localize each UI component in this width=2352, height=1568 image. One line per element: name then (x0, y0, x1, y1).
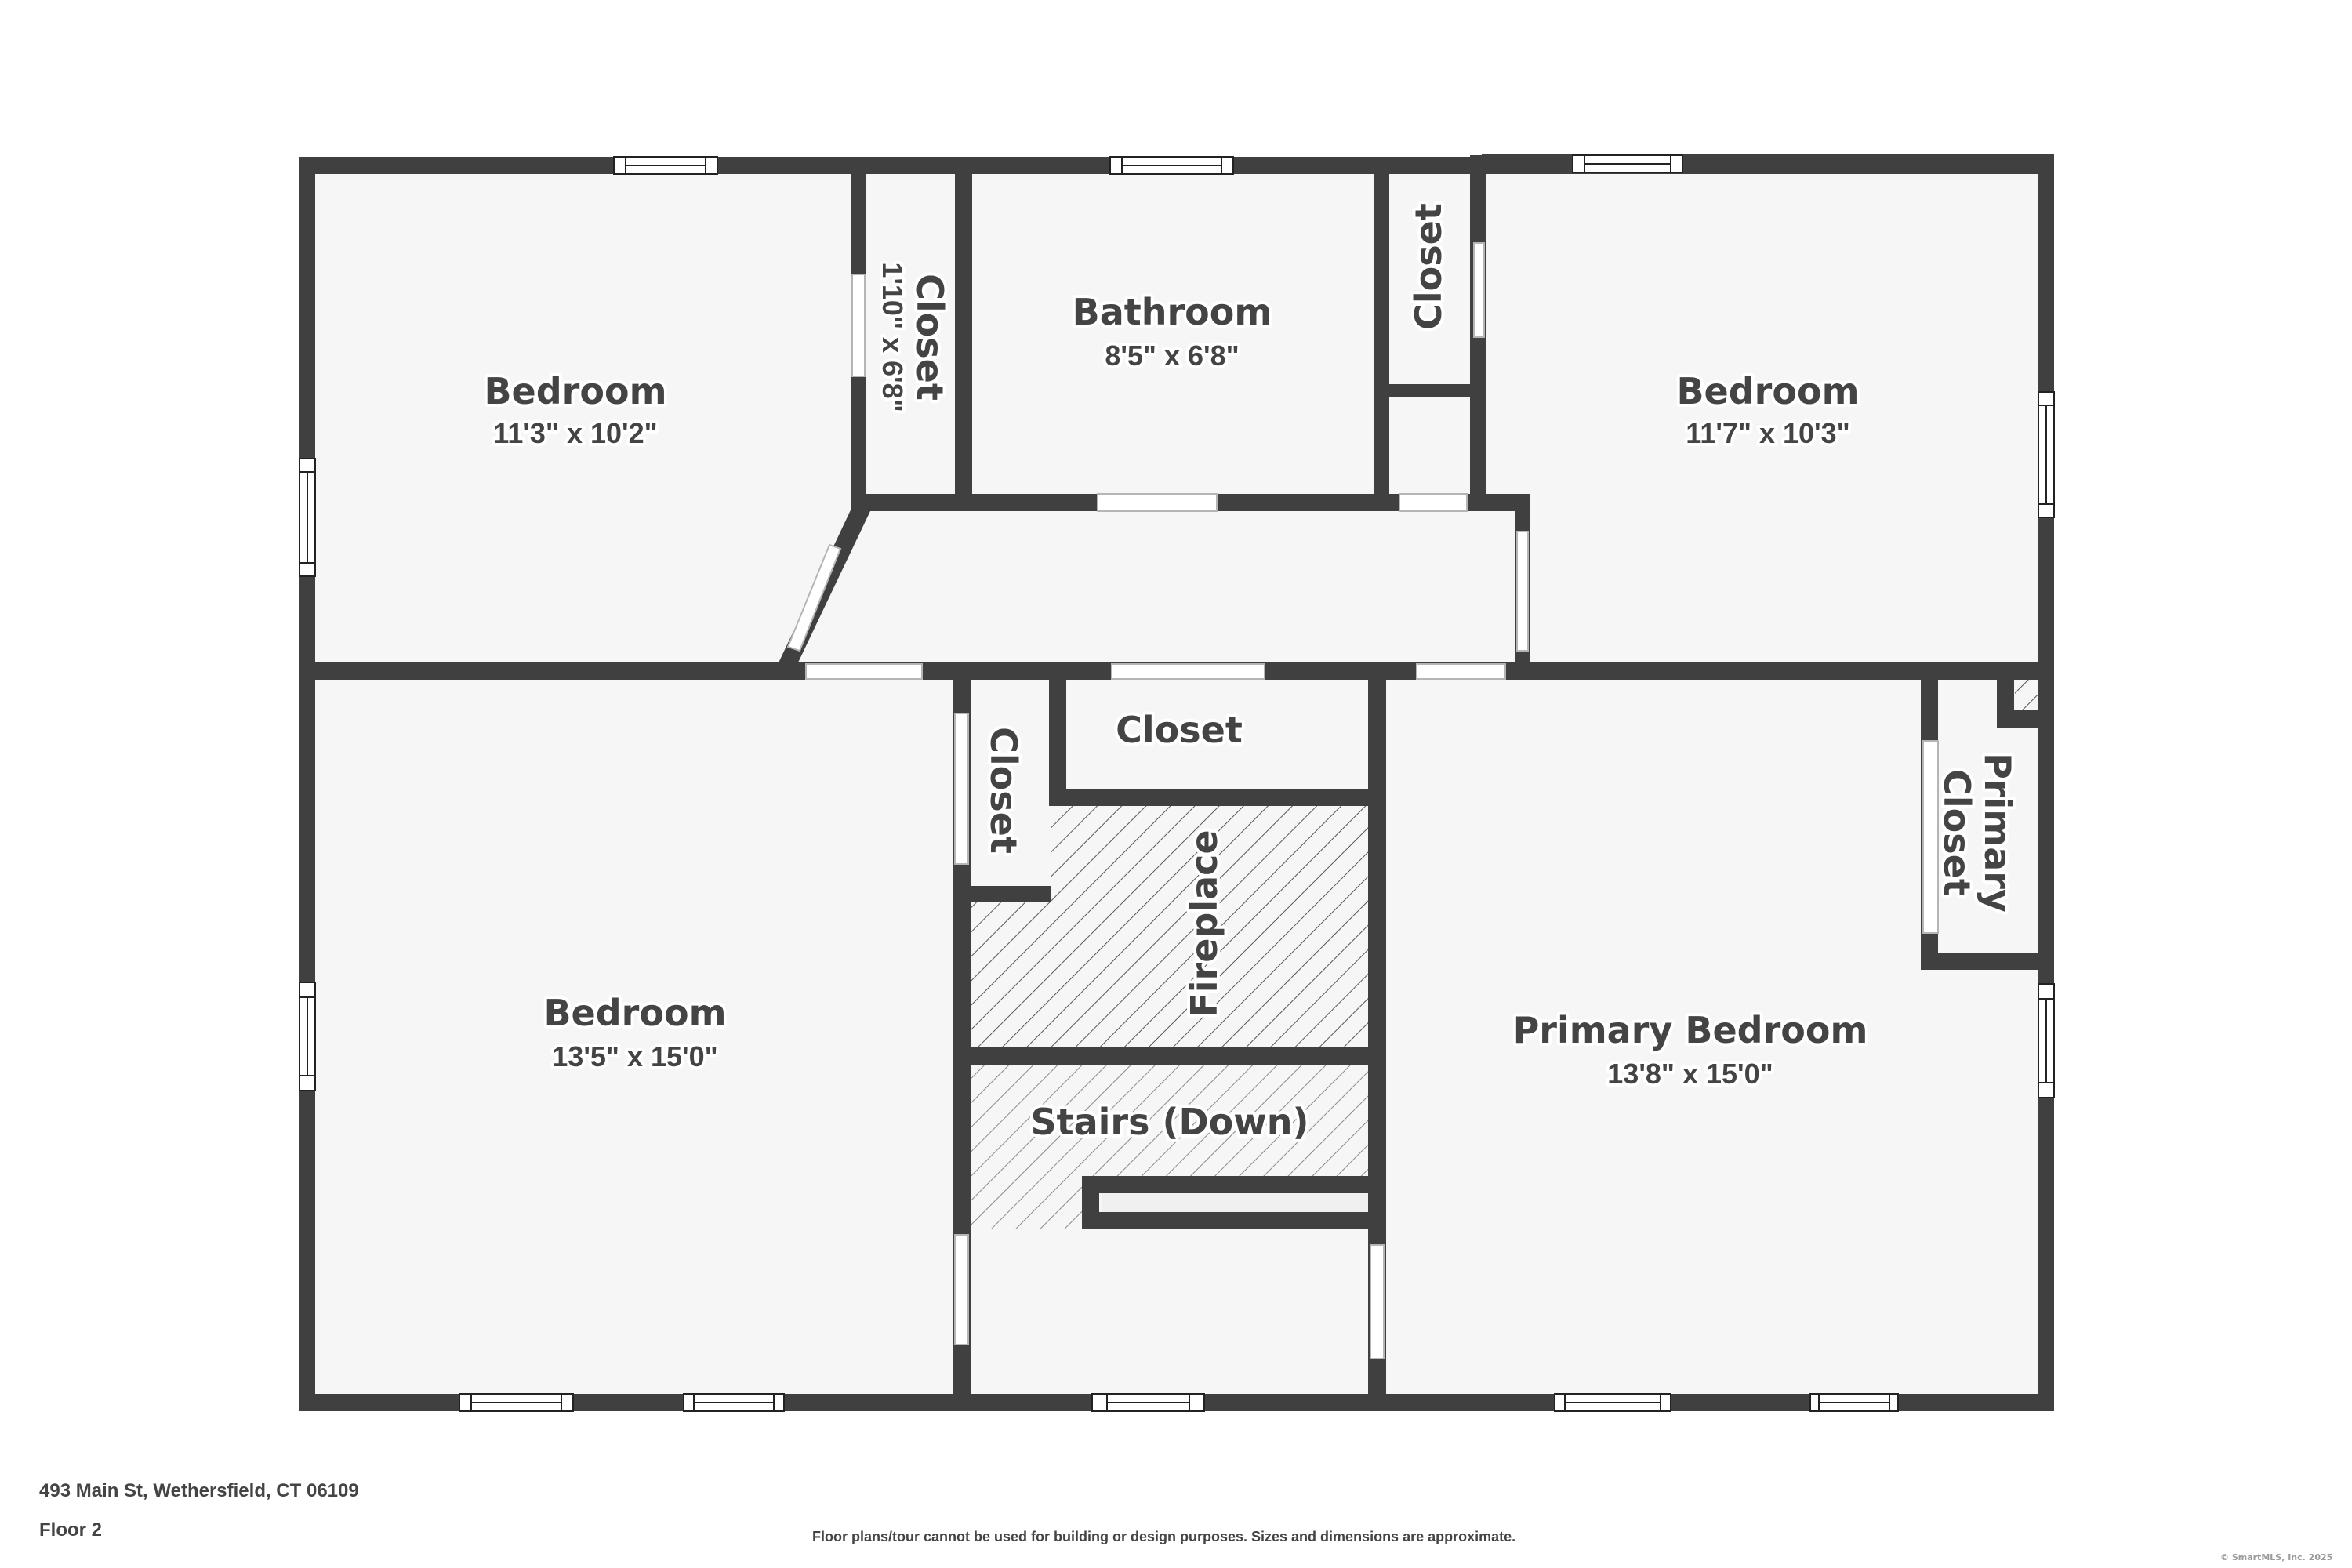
primary-closet-corner-hatch (2015, 679, 2038, 710)
room-name: Closet (909, 274, 951, 401)
room-name: Bedroom (1676, 370, 1859, 412)
copyright: © SmartMLS, Inc. 2025 (2220, 1552, 2333, 1563)
window-bath-top (1109, 156, 1234, 175)
room-dimensions: 11'3" x 10'2" (493, 417, 657, 449)
room-bedroom-nw[interactable]: Bedroom 11'3" x 10'2" (481, 367, 670, 452)
room-dimensions: 1'10" x 6'8" (877, 262, 909, 412)
window-sw-left (299, 982, 316, 1091)
room-name: Bathroom (1073, 291, 1272, 333)
room-closet-center-small[interactable]: Closet (979, 724, 1028, 857)
fireplace-area (971, 806, 1368, 1047)
window-nw-left (299, 458, 316, 577)
window-center-bottom (1091, 1393, 1205, 1412)
room-name-line1: Primary (1976, 753, 2019, 913)
room-name: Closet (1407, 203, 1450, 330)
window-nw-top (613, 156, 718, 175)
room-bedroom-ne[interactable]: Bedroom 11'7" x 10'3" (1673, 367, 1862, 452)
room-bathroom[interactable]: Bathroom 8'5" x 6'8" (1069, 288, 1276, 375)
room-stairs[interactable]: Stairs (Down) (1027, 1098, 1312, 1146)
window-ne-right (2038, 391, 2055, 518)
window-sw-bottom-2 (683, 1393, 785, 1412)
window-primary-bottom-2 (1809, 1393, 1899, 1412)
windows (299, 154, 2055, 1412)
floor-label: Floor 2 (39, 1519, 103, 1541)
room-name: Bedroom (484, 370, 666, 412)
room-labels: Bedroom 11'3" x 10'2" Closet 1'10" x 6'8… (481, 200, 2022, 1146)
stairs-area (971, 1065, 1368, 1229)
window-primary-right (2038, 983, 2055, 1098)
room-dimensions: 11'7" x 10'3" (1686, 417, 1849, 449)
room-name: Closet (1116, 709, 1243, 751)
room-name: Bedroom (543, 992, 726, 1034)
room-primary-bedroom[interactable]: Primary Bedroom 13'8" x 15'0" (1510, 1006, 1871, 1093)
room-dimensions: 8'5" x 6'8" (1105, 339, 1239, 372)
room-bedroom-sw[interactable]: Bedroom 13'5" x 15'0" (540, 989, 729, 1076)
room-name: Fireplace (1183, 829, 1225, 1017)
room-name: Primary Bedroom (1513, 1009, 1868, 1051)
room-primary-closet[interactable]: Primary Closet (1933, 750, 2022, 916)
room-fireplace[interactable]: Fireplace (1180, 826, 1229, 1020)
room-name: Closet (982, 727, 1025, 854)
room-dimensions: 13'5" x 15'0" (552, 1040, 717, 1073)
room-name: Stairs (Down) (1030, 1101, 1308, 1143)
room-closet-center[interactable]: Closet (1112, 706, 1246, 754)
property-address: 493 Main St, Wethersfield, CT 06109 (39, 1480, 359, 1501)
disclaimer: Floor plans/tour cannot be used for buil… (812, 1529, 1516, 1544)
room-dimensions: 13'8" x 15'0" (1607, 1058, 1773, 1090)
door-openings (786, 242, 1939, 1359)
room-closet-nw[interactable]: Closet 1'10" x 6'8" (873, 259, 954, 415)
room-closet-n[interactable]: Closet (1404, 200, 1453, 333)
window-sw-bottom-1 (459, 1393, 574, 1412)
window-primary-bottom-1 (1554, 1393, 1671, 1412)
window-ne-top (1572, 154, 1683, 173)
room-name-line2: Closet (1936, 769, 1978, 896)
